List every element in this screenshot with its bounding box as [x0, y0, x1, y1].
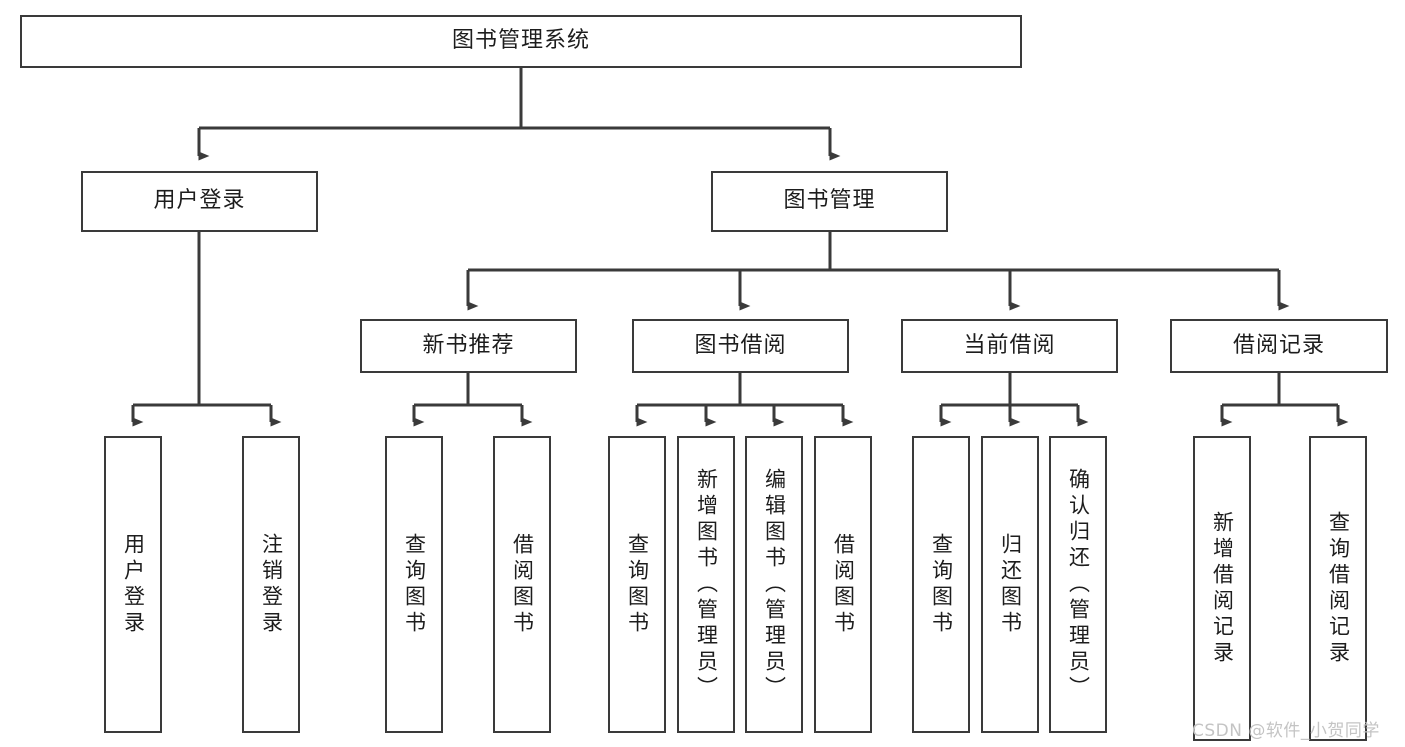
node-label: 借阅图书: [510, 532, 535, 637]
node-leaf-borrow-book[interactable]: 借阅图书: [814, 436, 872, 733]
node-leaf-query-book-recommend[interactable]: 查询图书: [385, 436, 443, 733]
node-label: 查询图书: [929, 532, 954, 637]
node-leaf-query-book-borrow[interactable]: 查询图书: [608, 436, 666, 733]
node-label: 新书推荐: [422, 332, 515, 358]
node-label: 归还图书: [998, 532, 1023, 637]
node-label: 查询图书: [402, 532, 427, 637]
node-label: 图书管理: [783, 188, 876, 214]
node-label: 当前借阅: [963, 332, 1056, 358]
node-label: 用户登录: [153, 188, 246, 214]
node-leaf-confirm-return-admin[interactable]: 确认归还（管理员）: [1049, 436, 1107, 733]
node-label: 查询图书: [625, 532, 650, 637]
node-leaf-query-borrow-record[interactable]: 查询借阅记录: [1309, 436, 1367, 741]
node-label: 查询借阅记录: [1326, 510, 1351, 667]
node-label: 借阅图书: [831, 532, 856, 637]
node-label: 确认归还（管理员）: [1066, 467, 1091, 702]
node-user-login[interactable]: 用户登录: [81, 171, 318, 232]
node-leaf-edit-book-admin[interactable]: 编辑图书（管理员）: [745, 436, 803, 733]
node-label: 借阅记录: [1232, 332, 1325, 358]
node-label: 注销登录: [259, 532, 284, 637]
node-book-management[interactable]: 图书管理: [711, 171, 948, 232]
node-label: 图书借阅: [694, 332, 787, 358]
node-label: 新增借阅记录: [1210, 510, 1235, 667]
node-leaf-user-login[interactable]: 用户登录: [104, 436, 162, 733]
node-leaf-return-book[interactable]: 归还图书: [981, 436, 1039, 733]
node-leaf-query-book-current[interactable]: 查询图书: [912, 436, 970, 733]
node-leaf-logout-login[interactable]: 注销登录: [242, 436, 300, 733]
node-book-borrow[interactable]: 图书借阅: [632, 319, 849, 373]
node-leaf-borrow-book-recommend[interactable]: 借阅图书: [493, 436, 551, 733]
node-root-system[interactable]: 图书管理系统: [20, 15, 1022, 68]
node-new-book-recommend[interactable]: 新书推荐: [360, 319, 577, 373]
node-label: 用户登录: [121, 532, 146, 637]
node-leaf-add-book-admin[interactable]: 新增图书（管理员）: [677, 436, 735, 733]
node-borrow-record[interactable]: 借阅记录: [1170, 319, 1388, 373]
node-label: 图书管理系统: [451, 28, 590, 54]
node-label: 编辑图书（管理员）: [762, 467, 787, 702]
node-label: 新增图书（管理员）: [694, 467, 719, 702]
node-current-borrow[interactable]: 当前借阅: [901, 319, 1118, 373]
node-leaf-add-borrow-record[interactable]: 新增借阅记录: [1193, 436, 1251, 741]
